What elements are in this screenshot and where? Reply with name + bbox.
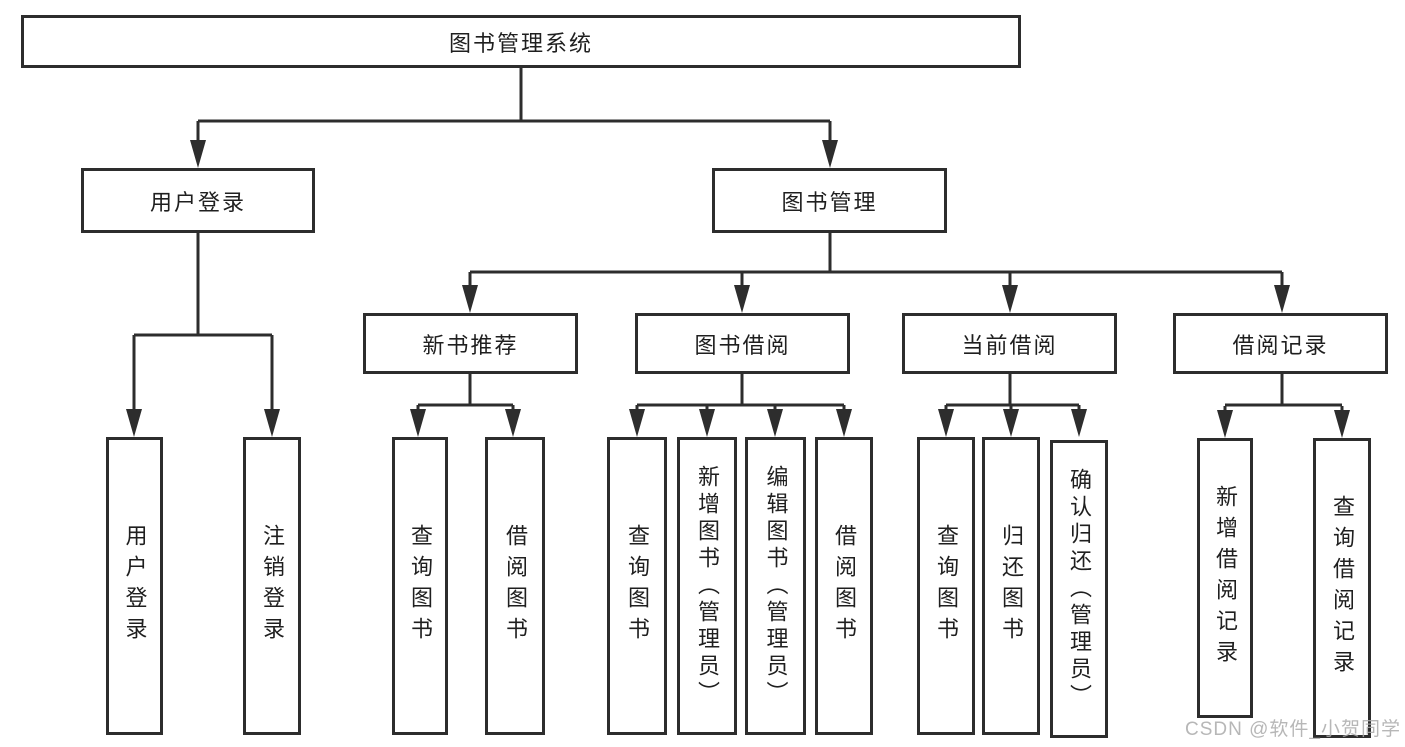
tree-edges xyxy=(132,68,1344,413)
arrowheads xyxy=(126,140,1350,438)
leaf-label: 新增借阅记录 xyxy=(1213,485,1238,671)
leaf-label: 查询图书 xyxy=(625,524,650,648)
leaf-confirm-return-admin: 确认归还（管理员） xyxy=(1050,440,1108,738)
leaf-label: 用户登录 xyxy=(122,524,148,648)
node-book-management-system: 图书管理系统 xyxy=(21,15,1021,68)
leaf-query-books-current: 查询图书 xyxy=(917,437,975,735)
leaf-label: 确认归还（管理员） xyxy=(1067,467,1092,711)
leaf-label: 新增图书（管理员） xyxy=(695,464,720,708)
leaf-query-books-borrow: 查询图书 xyxy=(607,437,667,735)
leaf-label: 查询借阅记录 xyxy=(1330,495,1355,681)
node-current-borrowing: 当前借阅 xyxy=(902,313,1117,374)
leaf-add-book-admin: 新增图书（管理员） xyxy=(677,437,737,735)
leaf-borrow-books-recommend: 借阅图书 xyxy=(485,437,545,735)
leaf-label: 查询图书 xyxy=(934,524,959,648)
leaf-add-borrow-record: 新增借阅记录 xyxy=(1197,438,1253,718)
leaf-user-login: 用户登录 xyxy=(106,437,163,735)
node-borrowing-records: 借阅记录 xyxy=(1173,313,1388,374)
leaf-borrow-books: 借阅图书 xyxy=(815,437,873,735)
leaf-query-borrow-record: 查询借阅记录 xyxy=(1313,438,1371,738)
node-book-borrowing: 图书借阅 xyxy=(635,313,850,374)
leaf-query-books-recommend: 查询图书 xyxy=(392,437,448,735)
leaf-label: 注销登录 xyxy=(260,524,285,648)
leaf-label: 查询图书 xyxy=(408,524,433,648)
leaf-edit-book-admin: 编辑图书（管理员） xyxy=(745,437,806,735)
leaf-label: 归还图书 xyxy=(999,524,1024,648)
node-user-login: 用户登录 xyxy=(81,168,315,233)
node-book-management: 图书管理 xyxy=(712,168,947,233)
csdn-watermark: CSDN @软件_小贺同学 xyxy=(1185,719,1401,740)
leaf-label: 编辑图书（管理员） xyxy=(763,464,789,708)
leaf-label: 借阅图书 xyxy=(503,524,528,648)
leaf-label: 借阅图书 xyxy=(832,524,857,648)
leaf-return-books: 归还图书 xyxy=(982,437,1040,735)
leaf-logout: 注销登录 xyxy=(243,437,301,735)
node-new-book-recommend: 新书推荐 xyxy=(363,313,578,374)
